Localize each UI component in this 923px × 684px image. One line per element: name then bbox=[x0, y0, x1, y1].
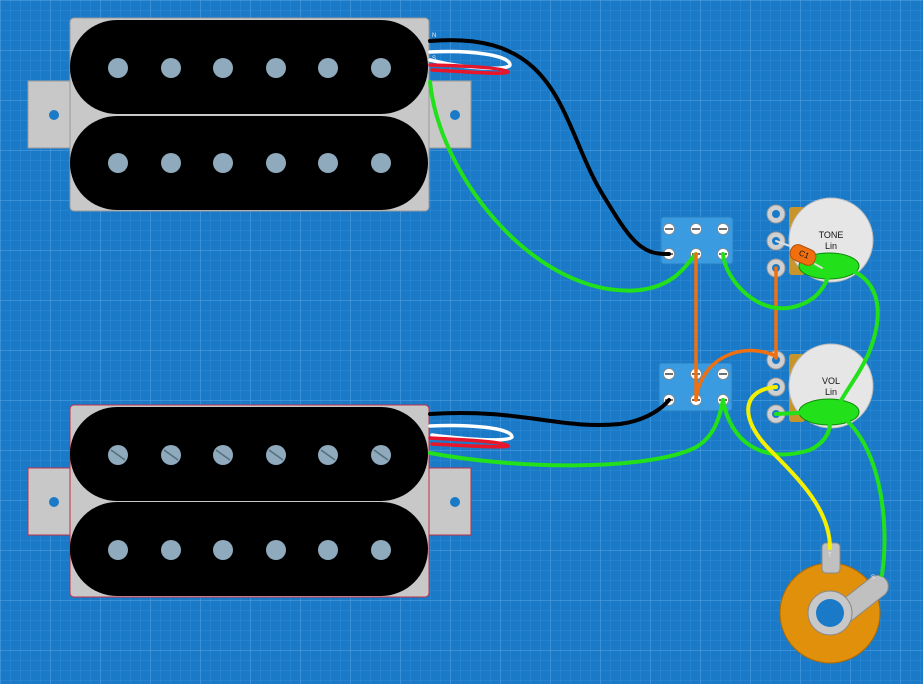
neck-pickup-coil-bottom bbox=[70, 116, 428, 210]
tone-to-vol-ground bbox=[833, 264, 880, 414]
bridge-pickup bbox=[27, 404, 472, 598]
jack-sleeve-label: S bbox=[871, 575, 876, 581]
jack-tip-yellow-wire bbox=[746, 385, 832, 550]
neck-green-wire bbox=[428, 80, 698, 293]
volume-pot-name: VOL bbox=[821, 376, 840, 386]
bridge-pickup-mount-right bbox=[424, 467, 472, 536]
bridge-pickup-coil-top bbox=[70, 407, 428, 501]
tone-pot-taper: Lin bbox=[824, 241, 837, 251]
volume-pot-label: VOL Lin bbox=[811, 376, 851, 398]
volume-pot-taper: Lin bbox=[824, 387, 837, 397]
wires bbox=[428, 38, 887, 577]
neck-black-wire bbox=[428, 38, 671, 257]
switch-bridge-ground bbox=[721, 398, 833, 457]
switch-neck-ground bbox=[721, 252, 832, 311]
tone-capacitor bbox=[789, 244, 817, 266]
tone-pot-label: TONE Lin bbox=[811, 230, 851, 252]
output-jack bbox=[779, 542, 889, 664]
jack-sleeve-wire bbox=[834, 410, 887, 577]
bridge-pickup-slug-poles bbox=[108, 540, 391, 560]
bridge-pickup-coil-bottom bbox=[70, 502, 428, 596]
tone-pot-name: TONE bbox=[818, 230, 844, 240]
neck-pickup-poles bbox=[108, 58, 391, 173]
neck-pickup bbox=[27, 17, 472, 212]
bridge-pickup-mount-left bbox=[27, 467, 75, 536]
neck-red-wire bbox=[428, 63, 511, 76]
bridge-pickup-screw-poles bbox=[108, 445, 391, 465]
neck-pickup-mount-left bbox=[27, 80, 75, 149]
neck-lead-label-s: S bbox=[432, 56, 437, 62]
bridge-black-wire bbox=[428, 398, 671, 428]
bridge-red-wire bbox=[428, 436, 511, 449]
jack-tip-label: T bbox=[828, 553, 832, 559]
volume-pot bbox=[766, 343, 874, 429]
neck-pickup-coil-top bbox=[70, 20, 428, 114]
bridge-green-wire bbox=[428, 398, 725, 468]
neck-lead-label-n: N bbox=[432, 33, 437, 39]
switch-to-vol-orange bbox=[694, 348, 778, 402]
vol-lug3-ground bbox=[774, 410, 820, 416]
